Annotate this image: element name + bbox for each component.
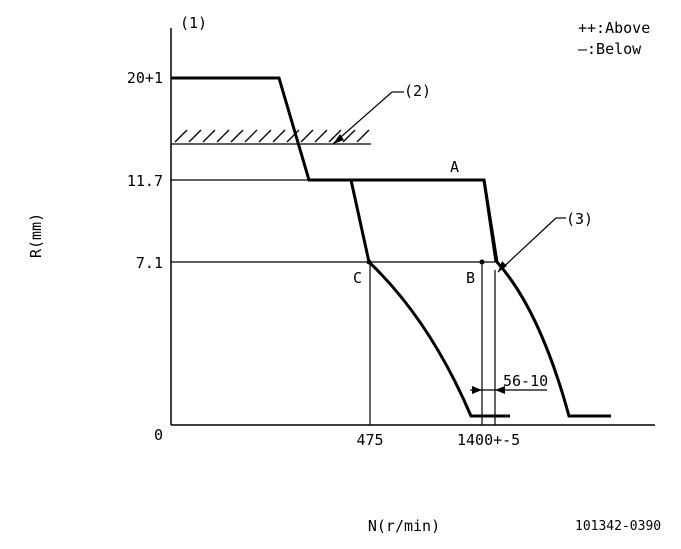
point-c-label: C [353, 269, 362, 287]
y-tick-11-7: 11.7 [127, 172, 163, 190]
y-tick-7-1: 7.1 [136, 254, 163, 272]
y-tick-0: 0 [154, 426, 163, 444]
curve-b [482, 179, 611, 418]
leader-2-arrow [333, 134, 344, 144]
tag-3: (3) [566, 210, 593, 228]
curve-c [349, 179, 510, 418]
leader-3-arrow [498, 261, 507, 272]
y-tick-20: 20+1 [127, 69, 163, 87]
tag-1: (1) [180, 14, 207, 32]
point-a-label: A [450, 158, 459, 176]
main-curve [171, 76, 498, 263]
point-b-label: B [466, 269, 475, 287]
leader-2 [332, 91, 393, 145]
x-tick-475: 475 [356, 431, 383, 449]
tag-2: (2) [404, 82, 431, 100]
point-b-dot [479, 259, 485, 265]
drawing-code: 101342-0390 [575, 519, 661, 534]
dim-arrow-right [495, 386, 505, 394]
x-tick-1400: 1400+-5 [457, 431, 520, 449]
legend-above: ++:Above [578, 19, 650, 37]
y-axis-title: R(mm) [27, 213, 45, 258]
leader-3 [497, 217, 557, 273]
x-axis-title: N(r/min) [368, 517, 440, 535]
point-c-dot [366, 259, 372, 265]
hatched-limit-line [171, 129, 371, 145]
legend-below: —:Below [578, 40, 642, 58]
dim-label: 56-10 [503, 372, 548, 390]
dim-arrow-left [472, 386, 482, 394]
